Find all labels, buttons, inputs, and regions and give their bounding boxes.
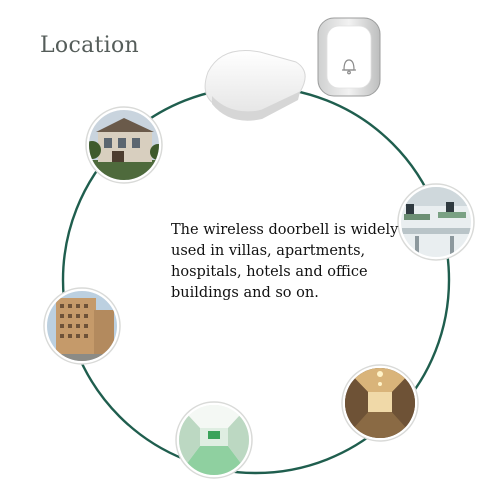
office-photo <box>397 183 475 261</box>
villa-photo <box>85 106 163 184</box>
doorbell-push-button <box>317 17 381 97</box>
description-text: The wireless doorbell is widely used in … <box>171 222 399 301</box>
hospital-corridor-photo <box>175 401 253 479</box>
doorbell-receiver <box>204 50 306 121</box>
bell-icon <box>342 59 356 75</box>
page-title: Location <box>40 33 139 58</box>
hotel-building-photo <box>43 287 121 365</box>
hotel-corridor-photo <box>341 364 419 442</box>
